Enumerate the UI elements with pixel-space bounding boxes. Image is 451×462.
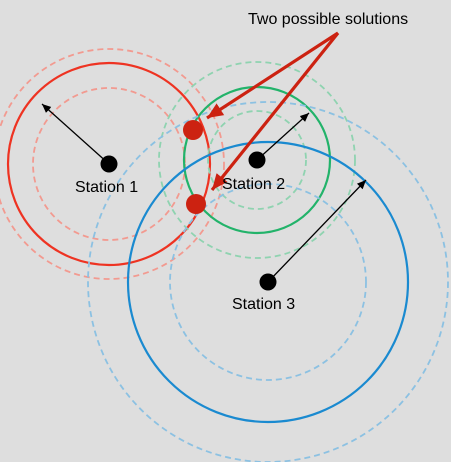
station1-label: Station 1 (75, 179, 138, 196)
station3-range-rings (87, 101, 449, 462)
station3-radius-arrow (267, 179, 367, 283)
station3-inner-uncertainty-circle (169, 183, 367, 381)
station3-outer-uncertainty-circle (87, 101, 449, 462)
callout-text: Two possible solutions (248, 11, 408, 28)
station1-marker (100, 155, 118, 173)
station2-outer-uncertainty-circle (158, 61, 356, 259)
station3-marker (259, 273, 277, 291)
solution-point-upper (183, 120, 203, 140)
station2-marker (248, 151, 266, 169)
station2-label: Station 2 (222, 176, 285, 193)
station3-label: Station 3 (232, 296, 295, 313)
station1-range-circle (6, 61, 212, 267)
station1-outer-uncertainty-circle (0, 48, 225, 280)
station2-inner-uncertainty-circle (207, 110, 307, 210)
solution-point-lower (186, 194, 206, 214)
station2-radius-arrow (256, 112, 310, 161)
callout-arrow-lower-solution (210, 31, 340, 192)
callout-arrow-upper-solution (206, 31, 339, 120)
callout-arrows (206, 31, 340, 192)
station1-radius-arrow (41, 103, 110, 165)
station3-range-circle (126, 140, 410, 424)
